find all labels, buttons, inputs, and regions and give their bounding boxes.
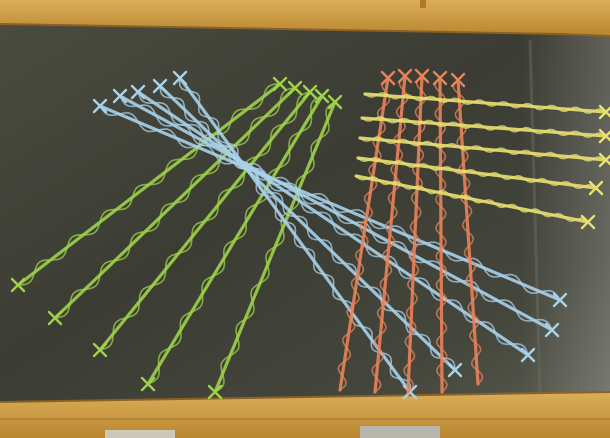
frame-joint	[420, 0, 426, 8]
eraser	[360, 426, 440, 438]
chalk-tray-item	[105, 430, 175, 438]
chalk-ledge	[0, 418, 610, 420]
